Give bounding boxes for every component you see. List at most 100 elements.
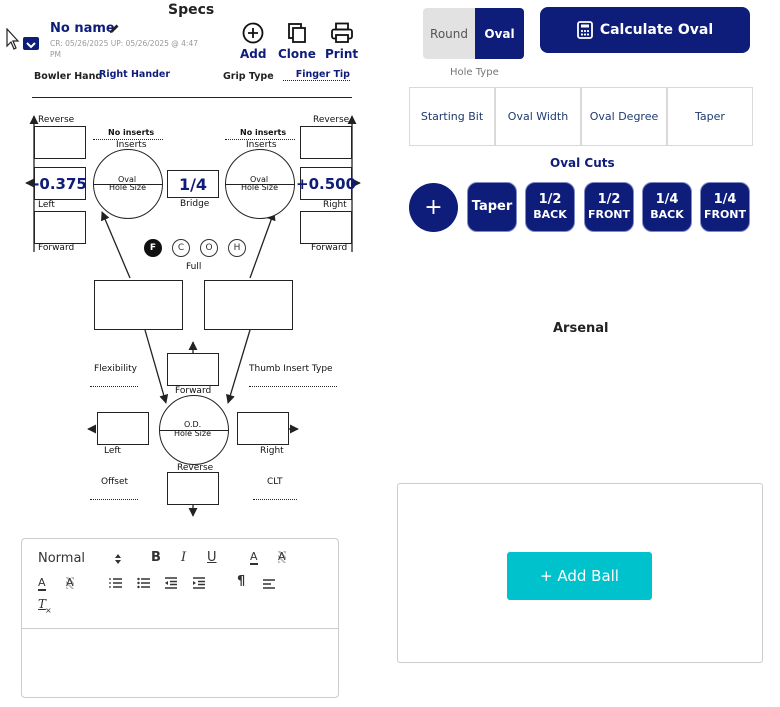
cut-half-front-top: 1/2 bbox=[597, 192, 621, 207]
background-color-button[interactable]: A bbox=[278, 550, 286, 563]
clt-dots[interactable] bbox=[253, 499, 297, 500]
bold-button[interactable]: B bbox=[151, 550, 161, 565]
clone-button[interactable]: Clone bbox=[278, 22, 316, 61]
grip-option-c[interactable]: C bbox=[172, 239, 190, 257]
outdent-icon[interactable] bbox=[164, 577, 178, 589]
spec-meta-line1: CR: 05/26/2025 UP: 05/26/2025 @ 4:47 bbox=[50, 39, 199, 48]
arsenal-title: Arsenal bbox=[553, 321, 609, 336]
add-ball-label: + Add Ball bbox=[540, 567, 619, 585]
param-starting-bit[interactable]: Starting Bit bbox=[409, 87, 495, 146]
hole-type-round-button[interactable]: Round bbox=[423, 8, 475, 59]
text-direction-button[interactable]: ¶ bbox=[237, 574, 246, 589]
edit-pencil-icon[interactable] bbox=[108, 23, 120, 35]
flexibility-dots[interactable] bbox=[90, 386, 138, 387]
cut-half-front-button[interactable]: 1/2 FRONT bbox=[584, 182, 634, 232]
grip-option-o[interactable]: O bbox=[200, 239, 218, 257]
format-select[interactable]: Normal bbox=[38, 551, 86, 566]
left-span-box[interactable] bbox=[94, 280, 183, 330]
cut-quarter-back-top: 1/4 bbox=[655, 192, 679, 207]
select-dropdown-icon[interactable] bbox=[23, 37, 39, 50]
thumb-right-box[interactable] bbox=[237, 412, 289, 445]
spec-meta-line2: PM bbox=[50, 50, 61, 59]
clear-format-button[interactable]: T bbox=[38, 597, 47, 611]
thumb-right-label: Right bbox=[260, 446, 284, 456]
param-oval-width[interactable]: Oval Width bbox=[495, 87, 581, 146]
cut-quarter-back-button[interactable]: 1/4 BACK bbox=[642, 182, 692, 232]
clear-format-x-icon: × bbox=[45, 606, 52, 615]
calculate-oval-label: Calculate Oval bbox=[599, 22, 714, 38]
editor-body[interactable] bbox=[22, 629, 338, 697]
thumb-left-box[interactable] bbox=[97, 412, 149, 445]
cut-taper-button[interactable]: Taper bbox=[467, 182, 517, 232]
left-side-label: Left bbox=[38, 200, 55, 210]
print-label: Print bbox=[325, 47, 359, 61]
thumb-reverse-box[interactable] bbox=[167, 472, 219, 505]
cut-half-back-button[interactable]: 1/2 BACK bbox=[525, 182, 575, 232]
param-oval-degree[interactable]: Oval Degree bbox=[581, 87, 667, 146]
right-finger-hole[interactable] bbox=[225, 149, 295, 219]
left-inserts-dots bbox=[93, 139, 163, 140]
cut-quarter-front-button[interactable]: 1/4 FRONT bbox=[700, 182, 750, 232]
underline-button[interactable]: U bbox=[207, 550, 217, 565]
left-forward-pitch-box[interactable] bbox=[34, 211, 86, 244]
right-inserts-label: Inserts bbox=[246, 140, 277, 150]
thumb-insert-dots[interactable] bbox=[249, 386, 337, 387]
bridge-label: Bridge bbox=[180, 199, 210, 209]
cut-taper-top: Taper bbox=[471, 199, 513, 214]
cut-half-front-bottom: FRONT bbox=[587, 208, 631, 221]
indent-icon[interactable] bbox=[192, 577, 206, 589]
left-pitch-value[interactable]: -0.375 bbox=[33, 167, 87, 200]
left-hole-line1: Oval bbox=[118, 175, 137, 184]
left-inserts-top[interactable]: No inserts bbox=[108, 128, 155, 137]
right-reverse-pitch-box[interactable] bbox=[300, 126, 352, 159]
flexibility-label: Flexibility bbox=[94, 364, 137, 374]
italic-button[interactable]: I bbox=[181, 550, 187, 565]
left-hole-line2: Hole Size bbox=[109, 183, 147, 192]
grip-option-f[interactable]: F bbox=[144, 239, 162, 257]
grip-type-label: Grip Type bbox=[223, 71, 274, 82]
bridge-value[interactable]: 1/4 bbox=[167, 170, 219, 198]
grip-option-h[interactable]: H bbox=[228, 239, 246, 257]
bowler-hand-value[interactable]: Right Hander bbox=[99, 69, 171, 80]
cut-half-back-top: 1/2 bbox=[538, 192, 562, 207]
font-color-button-2[interactable]: A bbox=[38, 576, 46, 591]
font-color-button[interactable]: A bbox=[250, 550, 258, 565]
add-cut-button[interactable]: + bbox=[409, 183, 458, 232]
cut-quarter-back-bottom: BACK bbox=[650, 208, 684, 221]
left-reverse-pitch-box[interactable] bbox=[34, 126, 86, 159]
calculator-icon bbox=[576, 21, 593, 39]
grip-type-value[interactable]: Finger Tip bbox=[283, 69, 350, 81]
offset-dots[interactable] bbox=[90, 499, 138, 500]
add-ball-button[interactable]: + Add Ball bbox=[507, 552, 652, 600]
add-button[interactable]: Add bbox=[240, 22, 266, 61]
printer-icon bbox=[330, 22, 353, 43]
spec-name: No name bbox=[50, 21, 115, 36]
notes-editor bbox=[21, 538, 339, 698]
right-inserts-top[interactable]: No inserts bbox=[240, 128, 287, 137]
left-finger-hole[interactable] bbox=[93, 149, 163, 219]
right-span-box[interactable] bbox=[204, 280, 293, 330]
right-forward-label: Forward bbox=[311, 243, 348, 253]
calculate-oval-button[interactable]: Calculate Oval bbox=[540, 7, 750, 53]
thumb-hole-line1: O.D. bbox=[184, 420, 202, 429]
right-inserts-dots bbox=[225, 139, 295, 140]
hole-type-oval-button[interactable]: Oval bbox=[475, 8, 524, 59]
right-pitch-value[interactable]: +0.500 bbox=[296, 167, 356, 200]
header-divider bbox=[32, 97, 352, 98]
ordered-list-icon[interactable] bbox=[109, 577, 123, 589]
left-forward-label: Forward bbox=[38, 243, 75, 253]
print-button[interactable]: Print bbox=[325, 22, 358, 61]
bullet-list-icon[interactable] bbox=[137, 577, 151, 589]
right-forward-pitch-box[interactable] bbox=[300, 211, 352, 244]
cut-half-back-bottom: BACK bbox=[533, 208, 567, 221]
cut-quarter-front-bottom: FRONT bbox=[703, 208, 747, 221]
align-icon[interactable] bbox=[262, 578, 276, 590]
thumb-forward-box[interactable] bbox=[167, 353, 219, 386]
thumb-hole[interactable] bbox=[159, 395, 229, 465]
layout-diagram-lines bbox=[25, 115, 361, 517]
background-color-button-2[interactable]: A bbox=[66, 576, 74, 589]
oval-cuts-title: Oval Cuts bbox=[550, 156, 615, 170]
param-taper[interactable]: Taper bbox=[667, 87, 753, 146]
format-select-arrows-icon bbox=[115, 554, 121, 564]
thumb-reverse-label: Reverse bbox=[177, 463, 214, 473]
